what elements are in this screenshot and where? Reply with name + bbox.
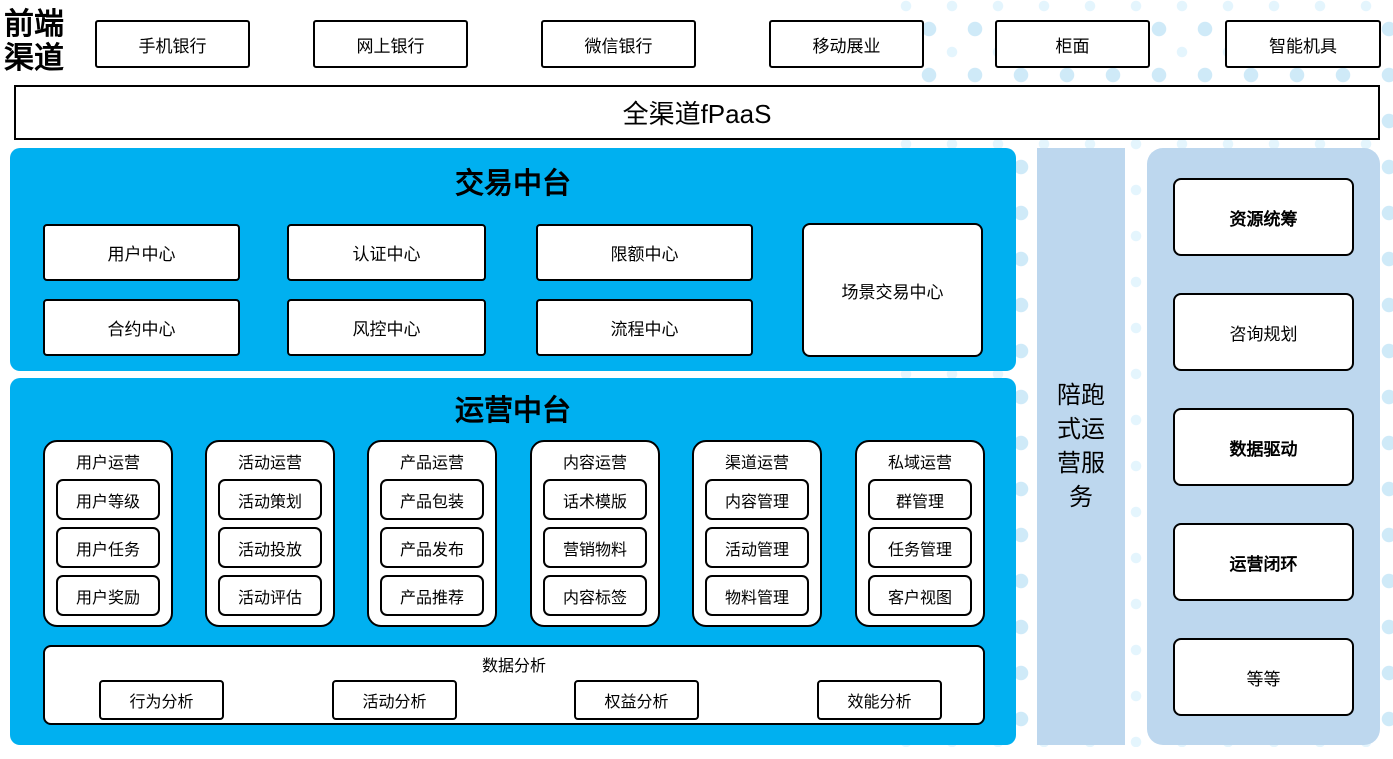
service-box-data-driven: 数据驱动 (1173, 408, 1354, 486)
group-product-operation: 产品运营 产品包装 产品发布 产品推荐 (367, 440, 497, 627)
center-box-user: 用户中心 (43, 224, 240, 281)
group-items: 话术模版 营销物料 内容标签 (532, 479, 658, 616)
fpaas-bar: 全渠道fPaaS (14, 85, 1380, 140)
group-item: 用户奖励 (56, 575, 160, 616)
group-item: 活动管理 (705, 527, 809, 568)
group-item: 活动投放 (218, 527, 322, 568)
group-title: 用户运营 (75, 455, 140, 472)
trading-platform-title: 交易中台 (454, 166, 571, 200)
center-box-limit: 限额中心 (536, 224, 753, 281)
service-box-operation-loop: 运营闭环 (1173, 523, 1354, 601)
group-title: 产品运营 (399, 455, 464, 472)
group-item: 客户视图 (868, 575, 972, 616)
group-items: 内容管理 活动管理 物料管理 (694, 479, 820, 616)
group-item: 用户等级 (56, 479, 160, 520)
channel-box-smart-machine: 智能机具 (1225, 20, 1381, 68)
data-analysis-section: 数据分析 行为分析 活动分析 权益分析 效能分析 (43, 645, 985, 725)
analysis-box-rights: 权益分析 (574, 680, 699, 720)
group-items: 产品包装 产品发布 产品推荐 (369, 479, 495, 616)
center-box-process: 流程中心 (536, 299, 753, 356)
group-item: 产品推荐 (380, 575, 484, 616)
trading-platform-panel: 交易中台 用户中心 认证中心 限额中心 合约中心 风控中心 流程中心 场景交易中… (10, 148, 1016, 371)
group-item: 营销物料 (543, 527, 647, 568)
front-channel-label: 前端渠道 (4, 7, 64, 76)
group-activity-operation: 活动运营 活动策划 活动投放 活动评估 (205, 440, 335, 627)
center-box-scenario-trading: 场景交易中心 (802, 223, 983, 357)
service-box-resource-coordination: 资源统筹 (1173, 178, 1354, 256)
analysis-box-behavior: 行为分析 (99, 680, 224, 720)
group-item: 产品包装 (380, 479, 484, 520)
operation-platform-panel: 运营中台 用户运营 用户等级 用户任务 用户奖励 活动运营 活动策划 活动投放 … (10, 378, 1016, 745)
group-user-operation: 用户运营 用户等级 用户任务 用户奖励 (43, 440, 173, 627)
group-title: 私域运营 (887, 455, 952, 472)
group-items: 活动策划 活动投放 活动评估 (207, 479, 333, 616)
service-panel: 资源统筹 咨询规划 数据驱动 运营闭环 等等 (1147, 148, 1380, 745)
group-items: 群管理 任务管理 客户视图 (857, 479, 983, 616)
group-title: 渠道运营 (724, 455, 789, 472)
companion-service-label: 陪跑式运营服务 (1057, 381, 1105, 511)
channel-box-online-banking: 网上银行 (313, 20, 468, 68)
service-box-consulting-planning: 咨询规划 (1173, 293, 1354, 371)
group-channel-operation: 渠道运营 内容管理 活动管理 物料管理 (692, 440, 822, 627)
group-private-domain-operation: 私域运营 群管理 任务管理 客户视图 (855, 440, 985, 627)
group-item: 内容管理 (705, 479, 809, 520)
group-item: 任务管理 (868, 527, 972, 568)
companion-service-bar: 陪跑式运营服务 (1037, 148, 1125, 745)
group-item: 群管理 (868, 479, 972, 520)
group-item: 物料管理 (705, 575, 809, 616)
service-box-etc: 等等 (1173, 638, 1354, 716)
channel-box-wechat-banking: 微信银行 (541, 20, 696, 68)
analysis-box-activity: 活动分析 (332, 680, 457, 720)
group-item: 活动策划 (218, 479, 322, 520)
data-analysis-title: 数据分析 (481, 658, 546, 675)
center-box-contract: 合约中心 (43, 299, 240, 356)
group-item: 内容标签 (543, 575, 647, 616)
operation-platform-title: 运营中台 (454, 393, 571, 427)
group-title: 内容运营 (562, 455, 627, 472)
analysis-box-efficiency: 效能分析 (817, 680, 942, 720)
group-title: 活动运营 (237, 455, 302, 472)
group-item: 话术模版 (543, 479, 647, 520)
group-items: 用户等级 用户任务 用户奖励 (45, 479, 171, 616)
group-item: 用户任务 (56, 527, 160, 568)
center-box-risk: 风控中心 (287, 299, 486, 356)
center-box-auth: 认证中心 (287, 224, 486, 281)
channel-box-counter: 柜面 (995, 20, 1150, 68)
group-item: 活动评估 (218, 575, 322, 616)
channel-box-mobile-banking: 手机银行 (95, 20, 250, 68)
group-item: 产品发布 (380, 527, 484, 568)
group-content-operation: 内容运营 话术模版 营销物料 内容标签 (530, 440, 660, 627)
channel-box-mobile-business: 移动展业 (769, 20, 924, 68)
